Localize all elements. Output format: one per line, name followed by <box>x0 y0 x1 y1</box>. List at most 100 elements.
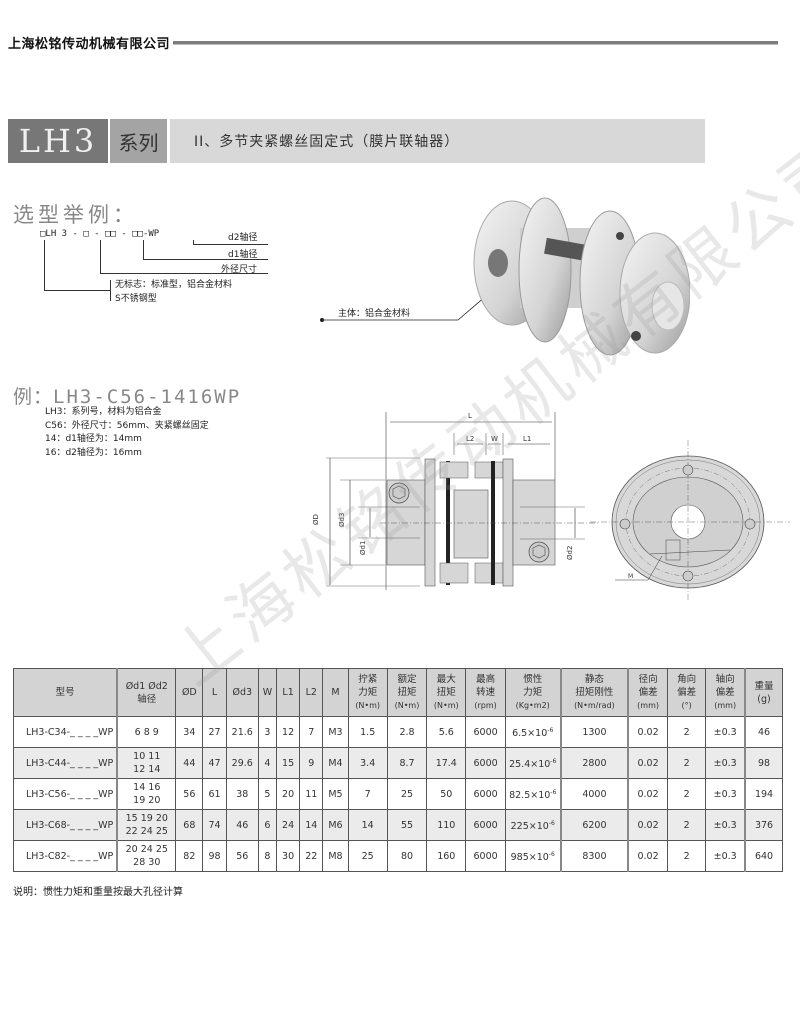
coupling-photo <box>473 197 690 356</box>
col-l: L <box>202 668 227 717</box>
connector <box>143 240 144 260</box>
cell-radial: 0.02 <box>627 747 668 779</box>
connector <box>44 290 110 291</box>
cell-d3: 21.6 <box>225 716 259 748</box>
footnote: 说明：惯性力矩和重量按最大孔径计算 <box>13 887 183 898</box>
cell-model: LH3-C34-_ _ _ _WP <box>13 716 119 748</box>
example-line: 14：d1轴径为：14mm <box>45 434 142 444</box>
cell-model: LH3-C68-_ _ _ _WP <box>13 809 119 841</box>
cell-l2: 9 <box>299 747 324 779</box>
cell-axial: ±0.3 <box>705 747 747 779</box>
cell-weight: 640 <box>744 840 784 872</box>
example-line: C56：外径尺寸：56mm、夹紧螺丝固定 <box>45 420 209 431</box>
cell-stiffness: 6200 <box>560 809 630 841</box>
cell-rated: 25 <box>386 778 428 810</box>
cell-w: 8 <box>257 840 278 872</box>
cell-radial: 0.02 <box>627 716 668 748</box>
cell-rated: 80 <box>386 840 428 872</box>
cell-w: 4 <box>257 747 278 779</box>
selection-code: □LH 3 - □ - □□ - □□-WP <box>40 229 160 239</box>
company-name: 上海松铭传动机械有限公司 <box>8 37 171 52</box>
cell-l1: 24 <box>276 809 301 841</box>
cell-radial: 0.02 <box>627 840 668 872</box>
cell-stiffness: 2800 <box>560 747 630 779</box>
cell-max: 17.4 <box>426 747 467 779</box>
example-code: LH3-C56-1416WP <box>53 386 242 408</box>
cell-rpm: 6000 <box>465 809 506 841</box>
cell-angular: 2 <box>666 840 707 872</box>
dim-d1: Ød1 <box>359 541 367 555</box>
header-rule <box>173 40 778 45</box>
cell-angular: 2 <box>666 747 707 779</box>
col-l2: L2 <box>299 668 324 717</box>
cell-tightening: 3.4 <box>347 747 388 779</box>
col-od: ØD <box>175 668 204 717</box>
connector <box>193 240 194 245</box>
cell-od: 56 <box>175 778 204 810</box>
connector <box>100 240 101 274</box>
col-rated-torque: 额定扭矩(N•m) <box>386 668 428 717</box>
col-model: 型号 <box>13 668 119 717</box>
cell-angular: 2 <box>666 716 707 748</box>
cell-m: M6 <box>322 809 349 841</box>
cell-d3: 29.6 <box>225 747 259 779</box>
cell-inertia: 225×10-6 <box>504 809 562 841</box>
cell-tightening: 1.5 <box>347 716 388 748</box>
cell-od: 68 <box>175 809 204 841</box>
cell-rpm: 6000 <box>465 778 506 810</box>
col-max-torque: 最大扭矩(N•m) <box>426 668 467 717</box>
cell-rpm: 6000 <box>465 716 506 748</box>
cell-l1: 30 <box>276 840 301 872</box>
dim-OD: ØD <box>312 514 320 525</box>
cell-d3: 46 <box>225 809 259 841</box>
cell-inertia: 6.5×10-6 <box>504 716 562 748</box>
cell-angular: 2 <box>666 778 707 810</box>
col-inertia: 惯性力矩(Kg•m2) <box>504 668 562 717</box>
dim-L: L <box>468 412 472 420</box>
connector <box>44 240 45 291</box>
col-w: W <box>257 668 278 717</box>
cell-weight: 98 <box>744 747 784 779</box>
cell-m: M8 <box>322 840 349 872</box>
cell-od: 82 <box>175 840 204 872</box>
cell-d3: 56 <box>225 840 259 872</box>
dim-d2: Ød2 <box>566 546 574 560</box>
example-explanation: LH3：系列号，材料为铝合金 C56：外径尺寸：56mm、夹紧螺丝固定 14：d… <box>45 406 209 460</box>
cell-l: 74 <box>202 809 227 841</box>
connector <box>143 259 268 260</box>
cell-rated: 2.8 <box>386 716 428 748</box>
cell-l2: 14 <box>299 809 324 841</box>
cell-max: 5.6 <box>426 716 467 748</box>
photo-callout: 主体：铝合金材料 <box>338 309 411 319</box>
cell-od: 34 <box>175 716 204 748</box>
cell-stiffness: 4000 <box>560 778 630 810</box>
col-angular-misalign: 角向偏差(°) <box>666 668 707 717</box>
label-standard: 无标志：标准型，铝合金材料 <box>115 280 233 290</box>
cell-m: M3 <box>322 716 349 748</box>
cell-angular: 2 <box>666 809 707 841</box>
dim-W: W <box>491 435 498 443</box>
col-axial-misalign: 轴向偏差(mm) <box>705 668 747 717</box>
label-d2: d2轴径 <box>228 233 258 243</box>
col-d3: Ød3 <box>225 668 259 717</box>
company-header: 上海松铭传动机械有限公司 <box>8 33 778 52</box>
cell-inertia: 82.5×10-6 <box>504 778 562 810</box>
dim-d3: Ød3 <box>338 513 346 527</box>
cell-d3: 38 <box>225 778 259 810</box>
table-row: LH3-C34-_ _ _ _WP 6 8 9 34 27 21.6 3 12 … <box>13 716 784 748</box>
cell-radial: 0.02 <box>627 778 668 810</box>
cell-inertia: 985×10-6 <box>504 840 562 872</box>
cell-l2: 11 <box>299 778 324 810</box>
series-label: 系列 <box>110 119 167 163</box>
cell-stiffness: 8300 <box>560 840 630 872</box>
cell-l: 47 <box>202 747 227 779</box>
side-view-drawing: L L2 W L1 ØD Ød3 Ød1 Ød2 <box>312 412 600 590</box>
end-view-drawing: M <box>590 440 790 600</box>
